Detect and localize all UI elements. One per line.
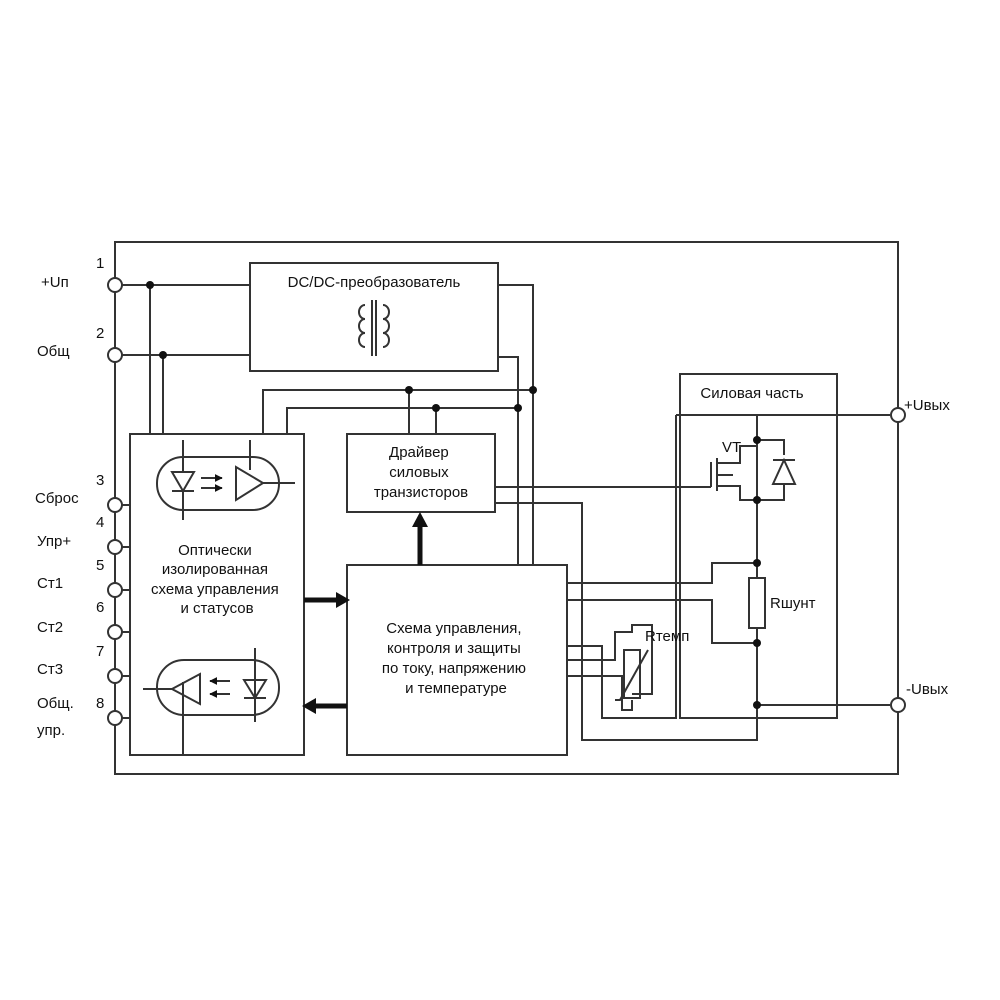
opto-line-3: схема управления: [151, 581, 279, 598]
optocoupler-bottom-icon: [143, 648, 280, 755]
opto-line-2: изолированная: [162, 561, 268, 578]
output-minus-label: -Uвых: [906, 681, 949, 698]
pin-8-label-line-2: упр.: [37, 722, 65, 739]
power-title: Силовая часть: [700, 385, 803, 402]
pin-4: 4 Упр+: [37, 514, 123, 555]
output-minus: -Uвых: [890, 681, 949, 713]
pin-5: 5 Ст1: [37, 557, 123, 598]
control-line-4: и температуре: [405, 680, 507, 697]
control-text: Схема управления, контроля и защиты по т…: [382, 620, 530, 697]
pin-4-label: Упр+: [37, 533, 71, 550]
driver-line-2: силовых: [389, 464, 449, 481]
shunt-resistor-icon: Rшунт: [748, 577, 816, 629]
control-line-3: по току, напряжению: [382, 660, 526, 677]
pin-8: 8 Общ. упр.: [37, 695, 123, 739]
transistor-vt-icon: VT: [710, 439, 757, 501]
junction-dots: [146, 281, 761, 709]
arrow-control-to-driver-head: [412, 512, 428, 527]
pin-1-label: +Uп: [41, 274, 69, 291]
pin-2: 2 Общ: [37, 325, 123, 363]
dcdc-block: DC/DC-преобразователь: [249, 262, 499, 372]
pin-6-number: 6: [96, 599, 104, 616]
driver-line-1: Драйвер: [389, 444, 449, 461]
opto-text: Оптически изолированная схема управления…: [151, 542, 283, 617]
opto-line-4: и статусов: [180, 600, 253, 617]
pin-6-label: Ст2: [37, 619, 63, 636]
control-line-2: контроля и защиты: [387, 640, 521, 657]
shunt-label: Rшунт: [770, 595, 816, 612]
output-plus: +Uвых: [890, 397, 950, 423]
driver-line-3: транзисторов: [374, 484, 468, 501]
pin-8-number: 8: [96, 695, 104, 712]
pin-2-number: 2: [96, 325, 104, 342]
thermistor-icon: Rтемп: [615, 628, 689, 701]
pin-3-number: 3: [96, 472, 104, 489]
arrow-control-to-opto-head: [302, 698, 316, 714]
optocoupler-top-icon: [156, 440, 295, 520]
thermistor-label: Rтемп: [645, 628, 689, 645]
driver-block: Драйвер силовых транзисторов: [346, 433, 496, 513]
opto-block: Оптически изолированная схема управления…: [129, 433, 305, 756]
pin-5-label: Ст1: [37, 575, 63, 592]
pin-1-number: 1: [96, 255, 104, 272]
signal-arrows: [302, 512, 428, 714]
power-block: Силовая часть: [679, 373, 838, 719]
pin-7-label: Ст3: [37, 661, 63, 678]
vt-label: VT: [722, 439, 741, 456]
dcdc-title: DC/DC-преобразователь: [288, 274, 461, 291]
pin-4-number: 4: [96, 514, 104, 531]
output-plus-label: +Uвых: [904, 397, 950, 414]
pin-5-number: 5: [96, 557, 104, 574]
control-block: Схема управления, контроля и защиты по т…: [346, 564, 568, 756]
arrow-opto-to-control-head: [336, 592, 350, 608]
control-line-1: Схема управления,: [386, 620, 521, 637]
diode-icon: [771, 457, 797, 485]
pin-3-label: Сброс: [35, 490, 79, 507]
pin-3: 3 Сброс: [35, 472, 123, 513]
transformer-icon: [358, 300, 390, 356]
pin-7: 7 Ст3: [37, 643, 123, 684]
pin-1: 1 +Uп: [41, 255, 123, 293]
pin-2-label: Общ: [37, 343, 70, 360]
opto-line-1: Оптически: [178, 542, 252, 559]
pin-7-number: 7: [96, 643, 104, 660]
pin-6: 6 Ст2: [37, 599, 123, 640]
pin-8-label-line-1: Общ.: [37, 695, 74, 712]
wiring: [122, 284, 898, 741]
driver-text: Драйвер силовых транзисторов: [374, 444, 468, 501]
